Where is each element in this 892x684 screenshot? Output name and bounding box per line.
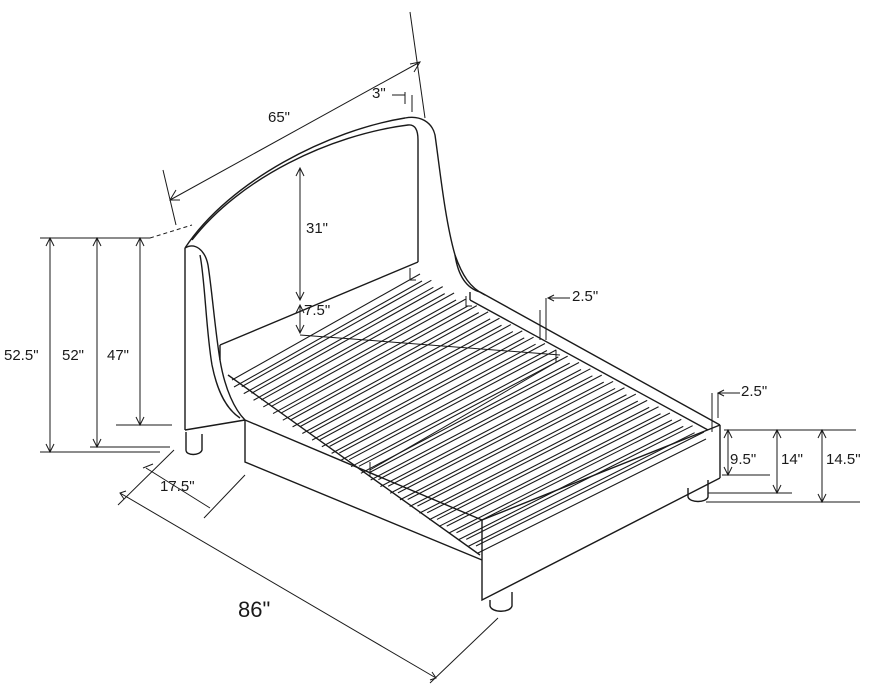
bed-slat [261,292,457,408]
bed-slat [309,324,514,441]
headboard [184,116,486,431]
label-foot-clearance: 9.5" [730,451,756,468]
label-overall-height-outer: 52.5" [4,347,39,364]
bed-slat [241,279,434,395]
bed-slat [251,286,445,401]
label-overall-height-inner: 47" [107,347,129,364]
bed-slat [465,425,695,547]
label-side-rail-thickness-foot: 2.5" [741,383,767,400]
bed-slat [436,406,661,527]
bed-slat [368,361,582,481]
bed-slat [426,399,650,521]
bed-slat [387,374,605,494]
bed-slat [329,336,536,454]
bed-slat [290,311,491,428]
label-side-rail-thickness-top: 2.5" [572,288,598,305]
label-headboard-panel-height: 31" [306,220,328,237]
bed-frame [227,291,721,602]
label-wing-depth: 17.5" [160,478,195,495]
bed-slat [280,305,480,421]
bed-slat [339,343,548,461]
bed-slat [417,393,639,514]
bed-slat [475,431,707,554]
bed-slat [300,317,502,434]
bed-slat [378,368,593,488]
dimension-labels: 65" 3" 31" 7.5" 52.5" 52" 47" 2.5" 2.5" … [4,85,861,622]
bed-slat [270,298,468,415]
dimension-lines [40,11,860,684]
feet [185,432,709,612]
bed-slat [231,273,423,388]
label-headboard-thickness: 3" [372,85,386,102]
label-foot-height-mid: 14" [781,451,803,468]
label-headboard-width: 65" [268,109,290,126]
label-overall-height-mid: 52" [62,347,84,364]
center-support [299,268,561,476]
label-headboard-panel-offset: 7.5" [304,302,330,319]
slats [231,273,707,554]
bed-slat [456,418,684,541]
bed-slat [446,412,673,534]
bed-slat [348,349,559,468]
label-foot-height-outer: 14.5" [826,451,861,468]
bed-slat [397,380,616,501]
bed-slat [407,387,627,508]
label-overall-length: 86" [238,597,270,622]
